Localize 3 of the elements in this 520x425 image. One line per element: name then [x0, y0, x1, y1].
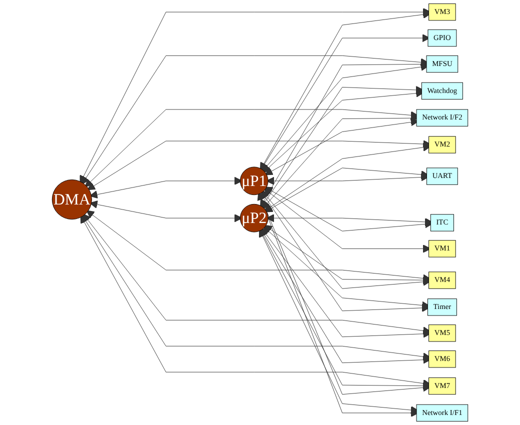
node-circle: μP2	[240, 204, 268, 232]
node-circle: μP1	[240, 166, 268, 196]
node-circle: DMA	[52, 179, 92, 220]
